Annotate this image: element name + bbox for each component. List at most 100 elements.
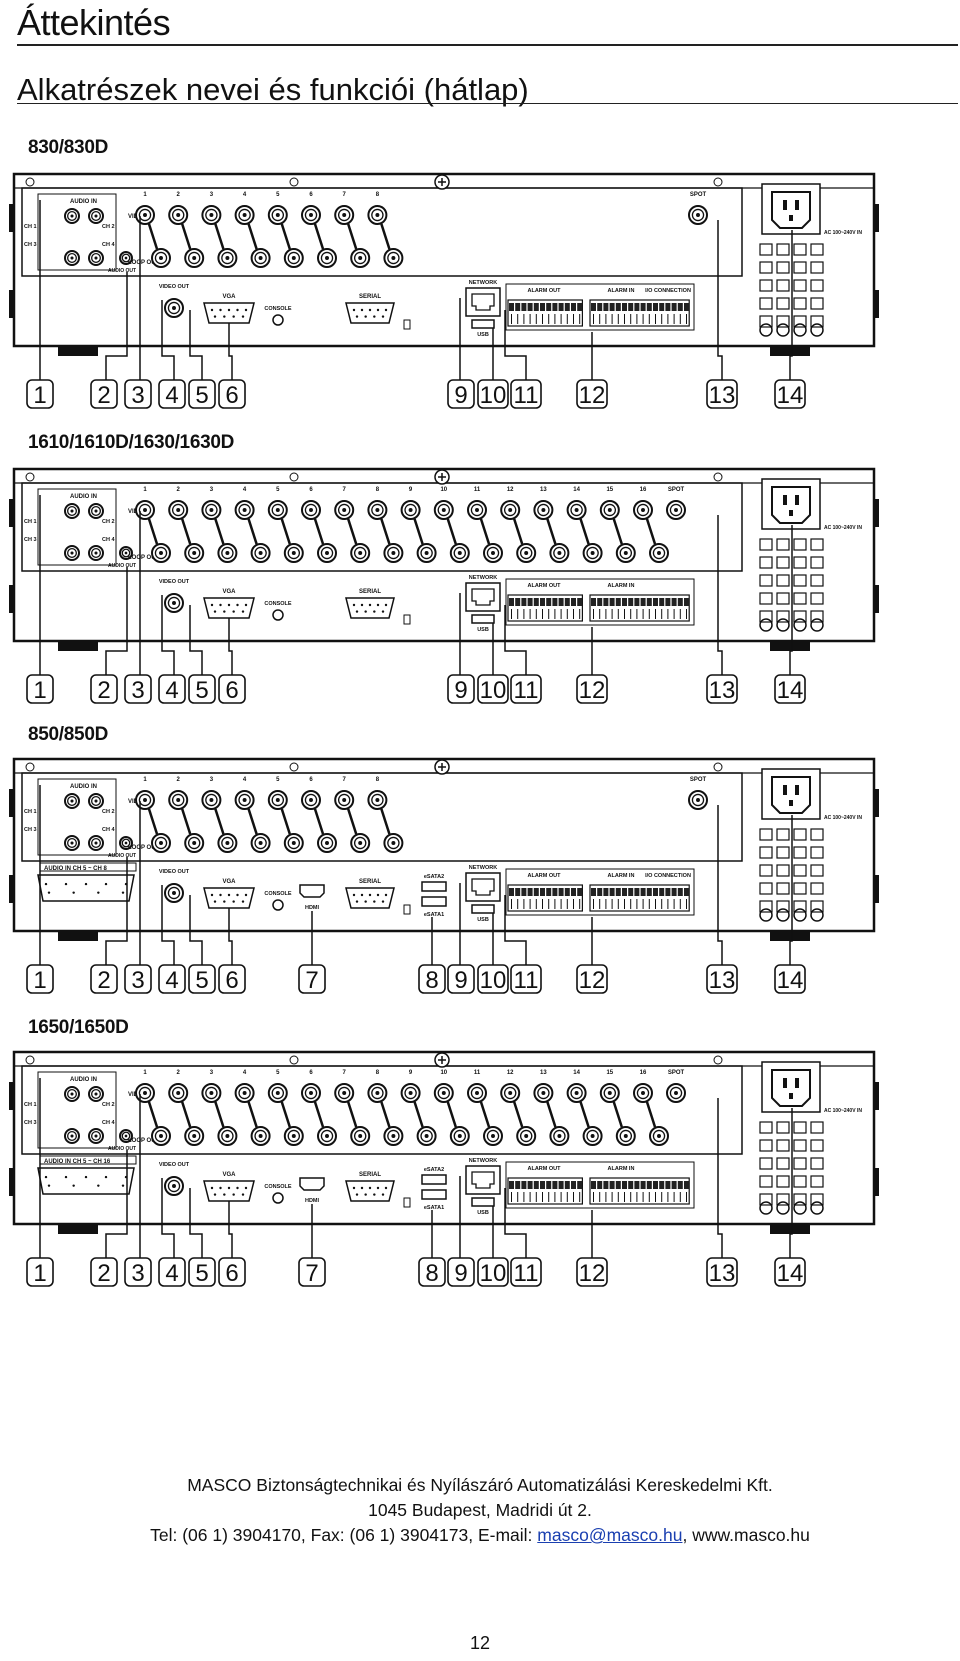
email-link[interactable]: masco@masco.hu [537,1525,683,1545]
foot [58,346,98,356]
audio-out-label: AUDIO OUT [108,563,136,569]
model-label-1610: 1610/1610D/1630/1630D [28,432,235,453]
channel-number: 1 [143,487,147,493]
channel-number: 5 [276,777,280,783]
ch3-label: CH 3 [24,827,37,833]
leader-line [189,895,203,965]
channel-number: 6 [309,192,313,198]
callout-12 [576,674,608,704]
callout-4 [158,379,186,409]
channel-number: 3 [210,487,214,493]
callout-number: 11 [514,382,539,409]
ch2-label: CH 2 [102,1102,115,1108]
network-port [471,293,495,311]
alarm-out-terminal [507,884,584,912]
console-label: CONSOLE [264,891,292,897]
vent-slot [759,279,773,292]
alarm-block [505,868,695,916]
channel-number: 15 [606,487,613,493]
page-number: 12 [469,1633,491,1653]
section-rule [17,103,958,104]
foot [770,346,810,356]
callout-number: 6 [225,967,238,994]
callout-3 [124,379,152,409]
callout-11 [510,379,542,409]
callout-number: 3 [131,1260,144,1287]
vent-slot [759,1193,773,1206]
callout-1 [26,964,54,994]
callout-number: 2 [97,1260,110,1287]
callout-1 [26,1257,54,1287]
leader-line [717,1098,723,1258]
vent-slot [793,538,807,551]
channel-number: 4 [243,192,247,198]
vent-slot [810,1193,824,1206]
audio-in-label: AUDIO IN [70,494,97,500]
callout-11 [510,1257,542,1287]
channel-number: 8 [376,1070,380,1076]
leader-line [717,220,723,380]
callout-number: 3 [131,677,144,704]
channel-number: 16 [640,487,647,493]
vent-slot [759,297,773,310]
callout-number: 13 [709,967,736,994]
serial-label: SERIAL [359,1172,381,1178]
serial-port [345,887,395,909]
usb-port [471,1197,495,1207]
callout-number: 4 [165,1260,178,1287]
ch2-label: CH 2 [102,519,115,525]
vent-slot [810,1157,824,1170]
channel-number: 4 [243,777,247,783]
foot [58,931,98,941]
callout-9 [447,674,475,704]
io-connection-label: I/O CONNECTION [645,873,691,879]
audio-in-ext-label: AUDIO IN CH 5 ~ CH 8 [44,866,108,872]
channel-number: 7 [343,777,347,783]
audio-out-label: AUDIO OUT [108,268,136,274]
esata1-port [421,1189,447,1200]
callout-14 [774,964,806,994]
alarm-in-label: ALARM IN [608,288,635,294]
channel-number: 9 [409,487,413,493]
callout-number: 13 [709,677,736,704]
vent-slot [810,900,824,913]
console-label: CONSOLE [264,306,292,312]
callout-6 [218,1257,246,1287]
callout-2 [90,1257,118,1287]
ac-in-label: AC 100~240V IN [824,815,862,821]
channel-number: 2 [177,487,181,493]
hdmi-port [299,1177,325,1191]
vent-slot [776,864,790,877]
audio-block [37,193,117,271]
vent-slot [793,864,807,877]
channel-number: 2 [177,1070,181,1076]
leader-line [189,605,203,675]
vent-slot [759,864,773,877]
callout-number: 8 [425,1260,438,1287]
foot [770,641,810,651]
callout-5 [188,674,216,704]
serial-port [345,302,395,324]
leader-line [161,300,175,380]
leader-line [789,525,793,675]
audio-in-label: AUDIO IN [70,784,97,790]
audio-block [37,778,117,856]
channel-number: 3 [210,1070,214,1076]
alarm-out-label: ALARM OUT [528,1166,562,1172]
vent-slot [759,261,773,274]
callout-7 [298,1257,326,1287]
alarm-in-label: ALARM IN [608,583,635,589]
esata2-label: eSATA2 [424,874,444,880]
callout-number: 9 [454,382,467,409]
callout-1 [26,674,54,704]
console-port [272,609,284,621]
vent-slot [793,1175,807,1188]
alarm-out-label: ALARM OUT [528,288,562,294]
video-out-label: VIDEO OUT [159,284,190,290]
audio-in-label: AUDIO IN [70,1077,97,1083]
callout-number: 14 [777,677,804,704]
vent-slot [810,592,824,605]
spot-label: SPOT [668,487,685,493]
vent-slot [759,1157,773,1170]
web-link[interactable]: www.masco.hu [692,1525,810,1545]
